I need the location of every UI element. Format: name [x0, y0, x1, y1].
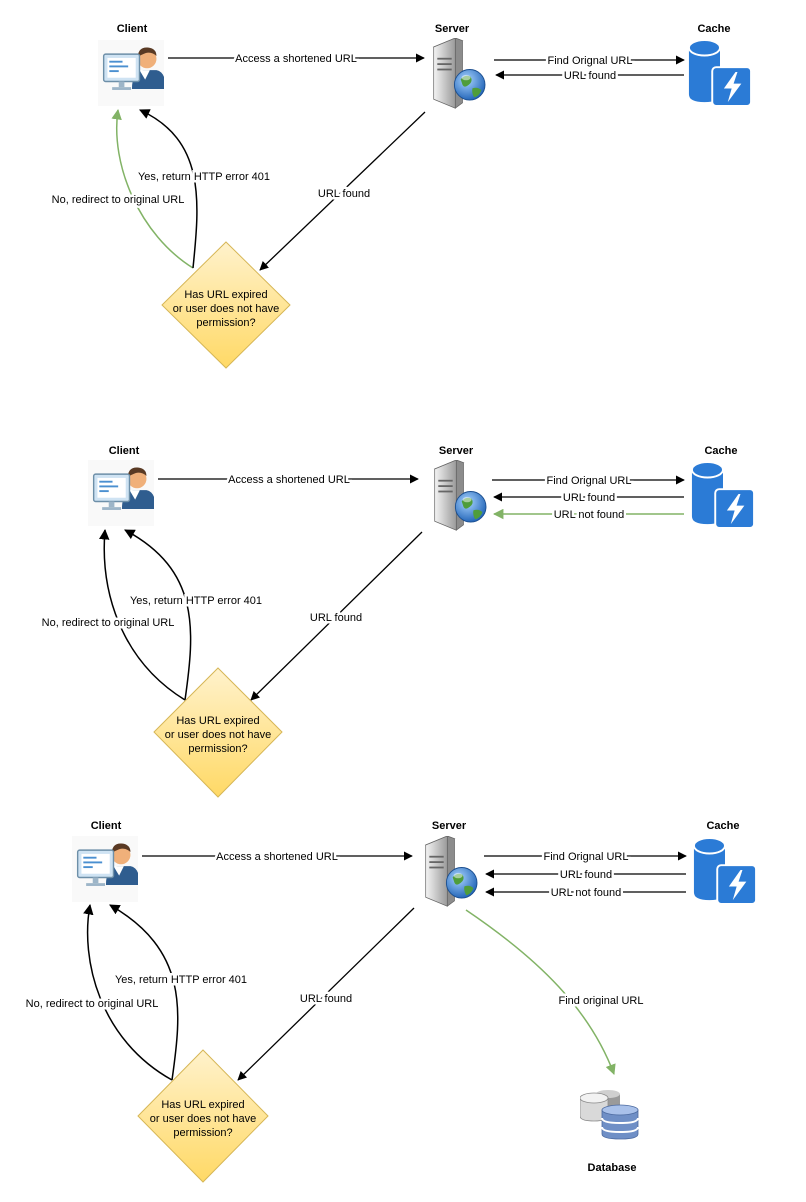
- edge-find-cache-label: Find Orignal URL: [544, 851, 629, 863]
- edge-access-label: Access a shortened URL: [216, 851, 338, 863]
- server-title: Server: [432, 820, 467, 832]
- edge-server-to-decision: [237, 907, 415, 1081]
- edge-server-to-decision-label: URL found: [300, 993, 352, 1005]
- edge-no-redirect: [98, 528, 186, 701]
- decision-line-2: or user does not have: [150, 1113, 256, 1125]
- decision-line-2: or user does not have: [173, 303, 279, 315]
- edge-yes-401-label: Yes, return HTTP error 401: [130, 595, 262, 607]
- edge-no-redirect: [83, 903, 173, 1081]
- cache-title: Cache: [704, 445, 737, 457]
- edge-yes-401: [124, 529, 192, 701]
- database-title: Database: [588, 1162, 637, 1174]
- server-icon: [434, 460, 487, 531]
- cache-title: Cache: [697, 23, 730, 35]
- decision-diamond: [137, 1049, 269, 1183]
- edge-server-to-decision: [250, 531, 423, 701]
- edge-no-redirect-label: No, redirect to original URL: [42, 617, 175, 629]
- diagram-2: Client Server Cache Access a shortened U…: [39, 445, 756, 798]
- client-icon: [98, 40, 164, 106]
- client-icon: [88, 460, 154, 526]
- database-icon: [580, 1089, 639, 1140]
- client-title: Client: [91, 820, 122, 832]
- edge-url-found-label: URL found: [560, 869, 612, 881]
- edge-yes-401-label: Yes, return HTTP error 401: [115, 974, 247, 986]
- edge-no-redirect-label: No, redirect to original URL: [52, 194, 185, 206]
- decision-line-3: permission?: [196, 317, 255, 329]
- edge-access-label: Access a shortened URL: [228, 474, 350, 486]
- server-title: Server: [435, 23, 470, 35]
- edge-access-label: Access a shortened URL: [235, 53, 357, 65]
- client-title: Client: [109, 445, 140, 457]
- server-title: Server: [439, 445, 474, 457]
- edge-no-redirect-label: No, redirect to original URL: [26, 998, 159, 1010]
- edge-find-database-label: Find original URL: [559, 995, 644, 1007]
- decision-line-1: Has URL expired: [161, 1099, 244, 1111]
- edge-find-cache-label: Find Orignal URL: [548, 55, 633, 67]
- cache-icon: [692, 837, 758, 905]
- edge-url-found-label: URL found: [563, 492, 615, 504]
- server-icon: [425, 836, 478, 907]
- decision-line-3: permission?: [173, 1127, 232, 1139]
- edge-yes-401: [109, 904, 179, 1081]
- cache-icon: [687, 39, 753, 107]
- edge-find-database: [465, 909, 616, 1075]
- edge-url-not-found-label: URL not found: [551, 887, 622, 899]
- diagram-3: Client Server Cache Access a shortened U…: [23, 820, 758, 1183]
- decision-diamond: [153, 667, 283, 798]
- edge-server-to-decision-label: URL found: [318, 188, 370, 200]
- client-title: Client: [117, 23, 148, 35]
- server-icon: [433, 38, 486, 109]
- decision-diamond: [161, 241, 291, 369]
- edge-yes-401-label: Yes, return HTTP error 401: [138, 171, 270, 183]
- decision-line-1: Has URL expired: [184, 289, 267, 301]
- cache-title: Cache: [706, 820, 739, 832]
- edge-find-cache-label: Find Orignal URL: [547, 475, 632, 487]
- edge-url-not-found-label: URL not found: [554, 509, 625, 521]
- edge-yes-401: [139, 109, 198, 269]
- decision-line-1: Has URL expired: [176, 715, 259, 727]
- decision-line-2: or user does not have: [165, 729, 271, 741]
- cache-icon: [690, 461, 756, 529]
- edge-server-to-decision-label: URL found: [310, 612, 362, 624]
- diagram-1: Client Server Cache Access a shortened U…: [49, 23, 753, 369]
- client-icon: [72, 836, 138, 902]
- edge-no-redirect: [111, 108, 194, 269]
- edge-server-to-decision: [259, 111, 426, 271]
- decision-line-3: permission?: [188, 743, 247, 755]
- edge-url-found-label: URL found: [564, 70, 616, 82]
